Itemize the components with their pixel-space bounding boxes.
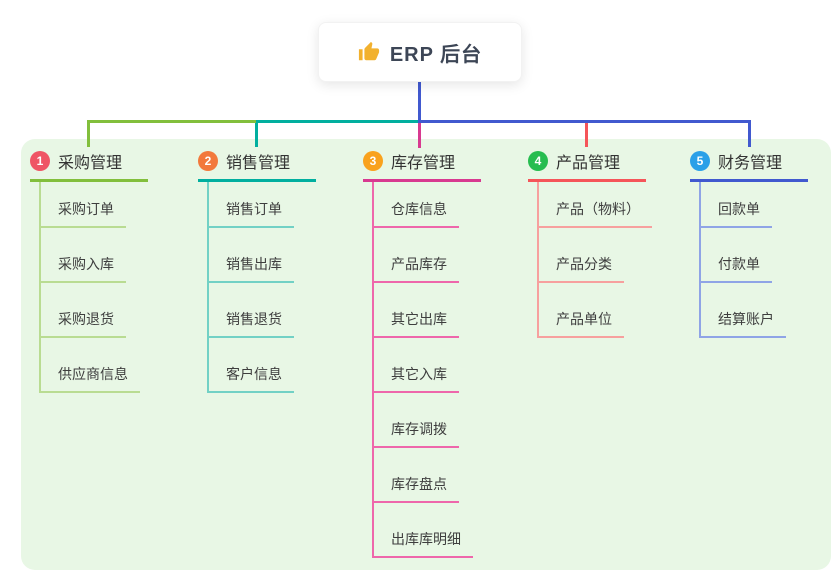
root-node[interactable]: ERP 后台 <box>318 22 522 82</box>
child-node-label: 回款单 <box>701 199 772 228</box>
branch-number-badge: 3 <box>363 151 383 171</box>
branch-4: 4 产品管理产品（物料） 产品分类产品单位 <box>528 149 658 338</box>
child-node[interactable]: 采购订单 <box>41 182 140 228</box>
child-node-label: 仓库信息 <box>374 199 459 228</box>
branch-number-badge: 4 <box>528 151 548 171</box>
branch-label: 财务管理 <box>718 155 783 172</box>
child-node-label: 产品库存 <box>374 254 459 283</box>
child-node-label: 产品（物料） <box>539 199 652 228</box>
branch-1: 1 采购管理采购订单采购入库采购退货供应商信息 <box>30 149 160 393</box>
child-node-label: 库存盘点 <box>374 474 459 503</box>
branch-number-badge: 1 <box>30 151 50 171</box>
branch-label: 采购管理 <box>58 155 123 172</box>
branch-label: 库存管理 <box>391 155 456 172</box>
branch-children: 采购订单采购入库采购退货供应商信息 <box>39 182 140 393</box>
branch-title-node[interactable]: 3 库存管理 <box>363 149 481 182</box>
branch-title-node[interactable]: 4 产品管理 <box>528 149 646 182</box>
child-node-label: 付款单 <box>701 254 772 283</box>
child-node[interactable]: 库存调拨 <box>374 393 473 448</box>
child-node[interactable]: 销售退货 <box>209 283 294 338</box>
branches-panel: 1 采购管理采购订单采购入库采购退货供应商信息 2 销售管理销售订单销售出库销售退货客… <box>21 139 831 570</box>
child-node-label: 采购退货 <box>41 309 126 338</box>
connector-bus-teal <box>256 120 419 123</box>
child-node-label: 采购订单 <box>41 199 126 228</box>
child-node[interactable]: 销售订单 <box>209 182 294 228</box>
child-node-label: 产品单位 <box>539 309 624 338</box>
branch-children: 产品（物料） 产品分类产品单位 <box>537 182 652 338</box>
branch-label: 销售管理 <box>226 155 291 172</box>
child-node-label: 出库库明细 <box>374 529 473 558</box>
child-node-label: 销售出库 <box>209 254 294 283</box>
child-node-label: 销售退货 <box>209 309 294 338</box>
child-node[interactable]: 供应商信息 <box>41 338 140 393</box>
child-node-label: 库存调拨 <box>374 419 459 448</box>
child-node-label: 供应商信息 <box>41 364 140 393</box>
child-node[interactable]: 付款单 <box>701 228 786 283</box>
connector-drop-2 <box>255 120 258 147</box>
thumbs-up-icon <box>358 41 380 63</box>
child-node[interactable]: 其它入库 <box>374 338 473 393</box>
branch-title-node[interactable]: 5 财务管理 <box>690 149 808 182</box>
child-node-label: 客户信息 <box>209 364 294 393</box>
child-node[interactable]: 仓库信息 <box>374 182 473 228</box>
child-node[interactable]: 采购退货 <box>41 283 140 338</box>
child-node[interactable]: 产品单位 <box>539 283 652 338</box>
child-node[interactable]: 客户信息 <box>209 338 294 393</box>
child-node-label: 其它出库 <box>374 309 459 338</box>
branch-children: 回款单付款单结算账户 <box>699 182 786 338</box>
branch-children: 销售订单销售出库销售退货客户信息 <box>207 182 294 393</box>
child-node[interactable]: 结算账户 <box>701 283 786 338</box>
child-node[interactable]: 其它出库 <box>374 283 473 338</box>
branch-2: 2 销售管理销售订单销售出库销售退货客户信息 <box>198 149 328 393</box>
branch-label: 产品管理 <box>556 155 621 172</box>
branch-number-badge: 5 <box>690 151 710 171</box>
branch-3: 3 库存管理仓库信息产品库存其它出库其它入库库存调拨库存盘点出库库明细 <box>363 149 493 558</box>
connector-root-stem <box>418 82 421 123</box>
branch-title-node[interactable]: 2 销售管理 <box>198 149 316 182</box>
child-node[interactable]: 库存盘点 <box>374 448 473 503</box>
connector-bus-green <box>87 120 258 123</box>
child-node-label: 产品分类 <box>539 254 624 283</box>
root-node-label: ERP 后台 <box>389 43 483 66</box>
connector-bus-blue <box>419 120 751 123</box>
connector-drop-3 <box>418 122 421 148</box>
child-node-label: 采购入库 <box>41 254 126 283</box>
child-node[interactable]: 产品库存 <box>374 228 473 283</box>
connector-drop-5 <box>748 120 751 147</box>
child-node-label: 其它入库 <box>374 364 459 393</box>
child-node-label: 结算账户 <box>701 309 786 338</box>
child-node[interactable]: 采购入库 <box>41 228 140 283</box>
child-node[interactable]: 产品（物料） <box>539 182 652 228</box>
child-node[interactable]: 回款单 <box>701 182 786 228</box>
connector-drop-1 <box>87 120 90 147</box>
branch-children: 仓库信息产品库存其它出库其它入库库存调拨库存盘点出库库明细 <box>372 182 473 558</box>
child-node[interactable]: 销售出库 <box>209 228 294 283</box>
child-node[interactable]: 产品分类 <box>539 228 652 283</box>
branch-number-badge: 2 <box>198 151 218 171</box>
child-node[interactable]: 出库库明细 <box>374 503 473 558</box>
child-node-label: 销售订单 <box>209 199 294 228</box>
branch-5: 5 财务管理回款单付款单结算账户 <box>690 149 820 338</box>
connector-drop-4 <box>585 122 588 147</box>
branch-title-node[interactable]: 1 采购管理 <box>30 149 148 182</box>
